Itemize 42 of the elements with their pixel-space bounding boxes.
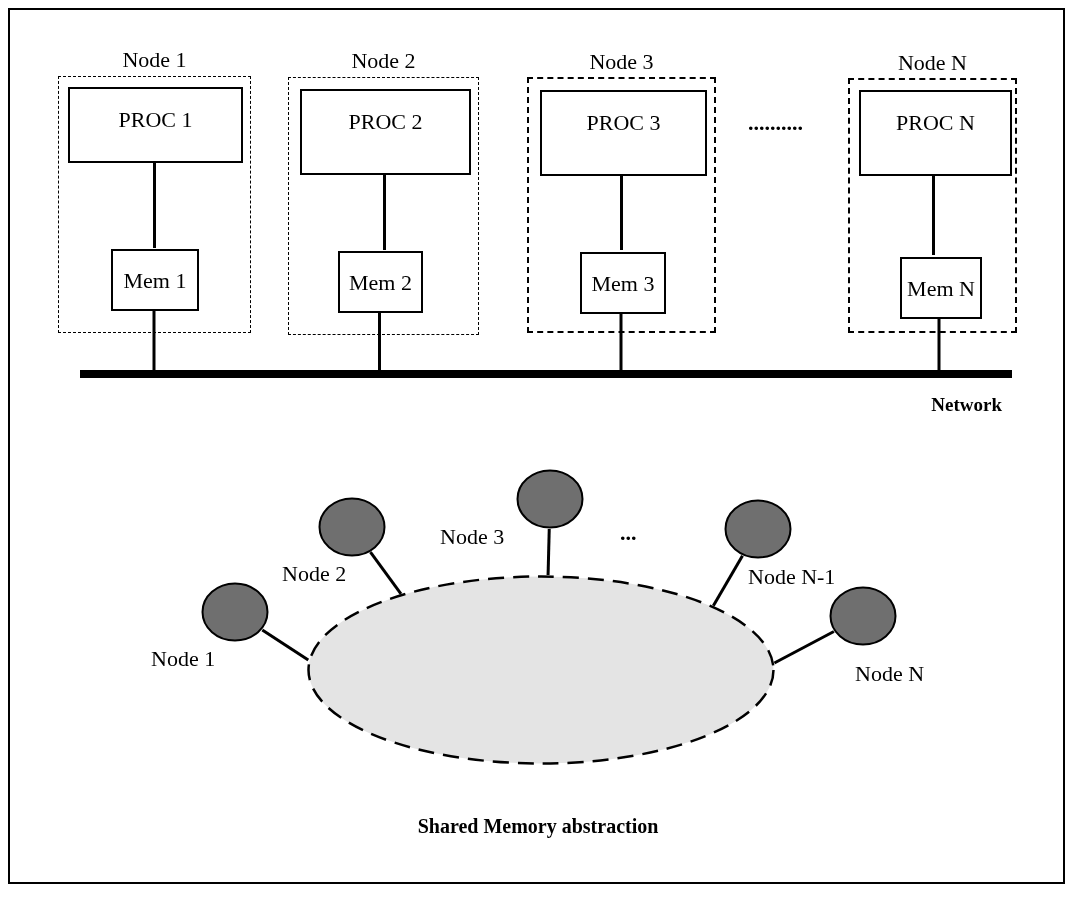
processor-label: PROC 2 bbox=[347, 111, 424, 133]
connector-line bbox=[369, 551, 403, 595]
memory-label: Mem N bbox=[906, 278, 976, 300]
connector-line bbox=[620, 174, 623, 250]
node-label: Node 1 bbox=[151, 648, 216, 670]
processor-box bbox=[300, 89, 471, 175]
connector-line bbox=[153, 162, 156, 248]
node-label: Node 3 bbox=[440, 526, 505, 548]
connector-line bbox=[773, 630, 835, 665]
connector-line bbox=[932, 174, 935, 255]
node-label: Node N bbox=[855, 663, 925, 685]
connector-line bbox=[383, 174, 386, 250]
processor-box bbox=[859, 90, 1012, 176]
connector-line bbox=[619, 312, 623, 370]
memory-box bbox=[580, 252, 666, 314]
caption: Shared Memory abstraction bbox=[416, 816, 660, 836]
memory-box bbox=[338, 251, 423, 313]
network-label: Network bbox=[931, 395, 1002, 414]
ellipsis-label: ... bbox=[620, 522, 637, 544]
processor-box bbox=[68, 87, 243, 163]
connector-line bbox=[378, 312, 381, 370]
memory-label: Mem 3 bbox=[590, 273, 656, 295]
node-label: Node 2 bbox=[282, 563, 347, 585]
node-heading: Node 3 bbox=[588, 51, 655, 73]
processor-label: PROC 3 bbox=[585, 112, 662, 134]
connector-line bbox=[152, 310, 156, 370]
node-heading: Node N bbox=[896, 52, 968, 74]
processor-box bbox=[540, 90, 707, 176]
connector-line bbox=[937, 317, 941, 370]
connector-line bbox=[712, 554, 744, 607]
memory-box bbox=[900, 257, 982, 319]
connector-line bbox=[261, 628, 310, 662]
node-label: Node N-1 bbox=[748, 566, 836, 588]
memory-label: Mem 2 bbox=[348, 272, 413, 294]
ellipsis-label: .......... bbox=[748, 112, 803, 134]
processor-label: PROC 1 bbox=[117, 109, 194, 131]
node-heading: Node 2 bbox=[350, 50, 417, 72]
node-heading: Node 1 bbox=[121, 49, 188, 71]
memory-box bbox=[111, 249, 199, 311]
memory-label: Mem 1 bbox=[122, 270, 188, 292]
connector-line bbox=[546, 528, 551, 576]
processor-label: PROC N bbox=[895, 112, 976, 134]
